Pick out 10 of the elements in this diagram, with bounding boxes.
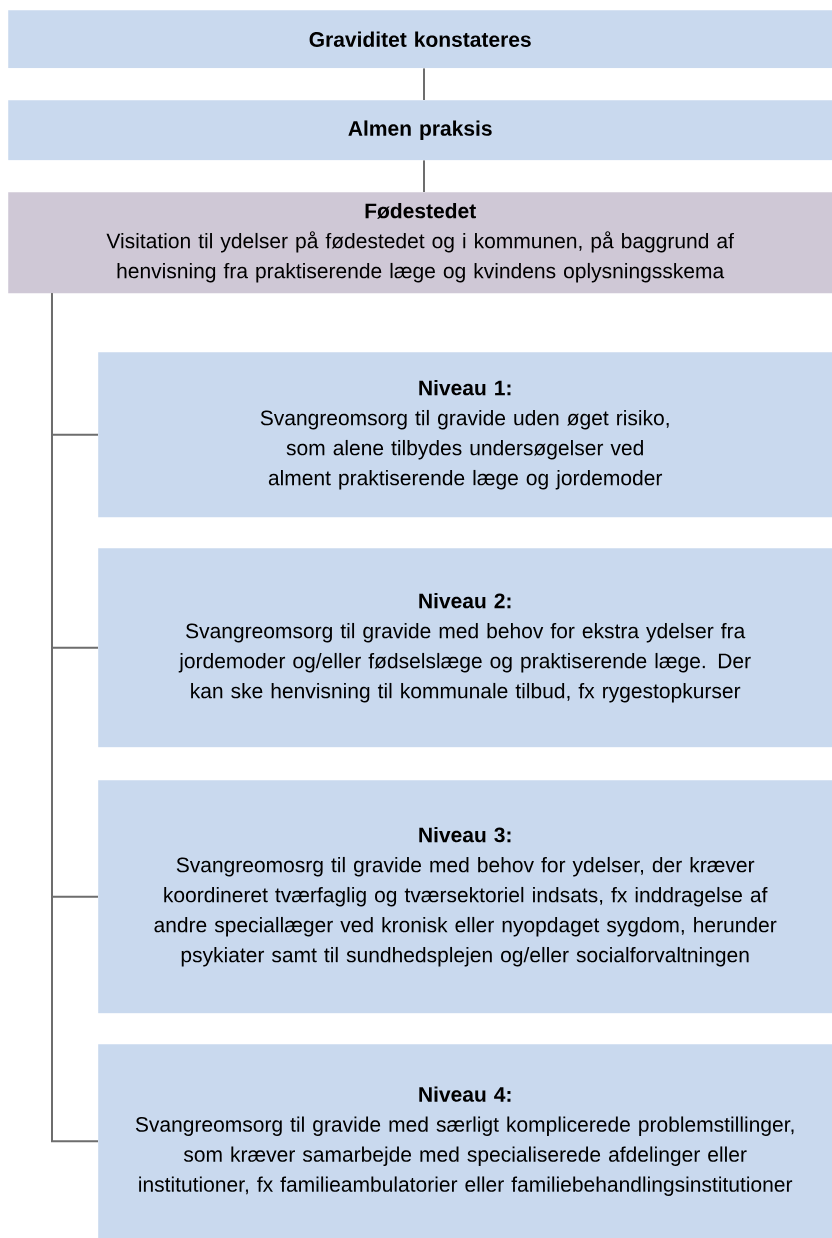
level-box: Niveau 1: Svangreomsorg til gravide uden øget risiko, som alene tilbydes undersøgelser ved alment praktiserende læge og jordemoder xyxy=(98,352,832,518)
step-box: Fødestedet Visitation til ydelser på fødestedet og i kommunen, på baggrund af henvisning fra praktiserende læge og kvindens oplysningsskema xyxy=(8,192,832,294)
level-box: Niveau 3: Svangreomosrg til gravide med behov for ydelser, der kræver koordineret tværfaglig og tværsektoriel indsats, fx inddragelse af andre speciallæger ved kronisk eller nyopdaget sygdom, herunder psykiater samt til sundhedsplejen og/eller socialforvaltningen xyxy=(98,780,832,1014)
connector-line xyxy=(51,292,99,1143)
step-box: Almen praksis xyxy=(8,100,832,161)
level-box: Niveau 2: Svangreomsorg til gravide med behov for ekstra ydelser fra jordemoder og/eller fødselslæge og praktiserende læge. Der kan ske henvisning til kommunale tilbud, fx rygestopkurser xyxy=(98,548,832,748)
level-box: Niveau 4: Svangreomsorg til gravide med særligt komplicerede problemstillinger, som kræver samarbejde med specialiserede afdelinger eller institutioner, fx familieambulatorier eller familiebehandlingsinstitutioner xyxy=(98,1044,832,1238)
step-box: Graviditet konstateres xyxy=(8,10,832,69)
connector-line xyxy=(423,67,425,101)
connector-line xyxy=(423,159,425,193)
